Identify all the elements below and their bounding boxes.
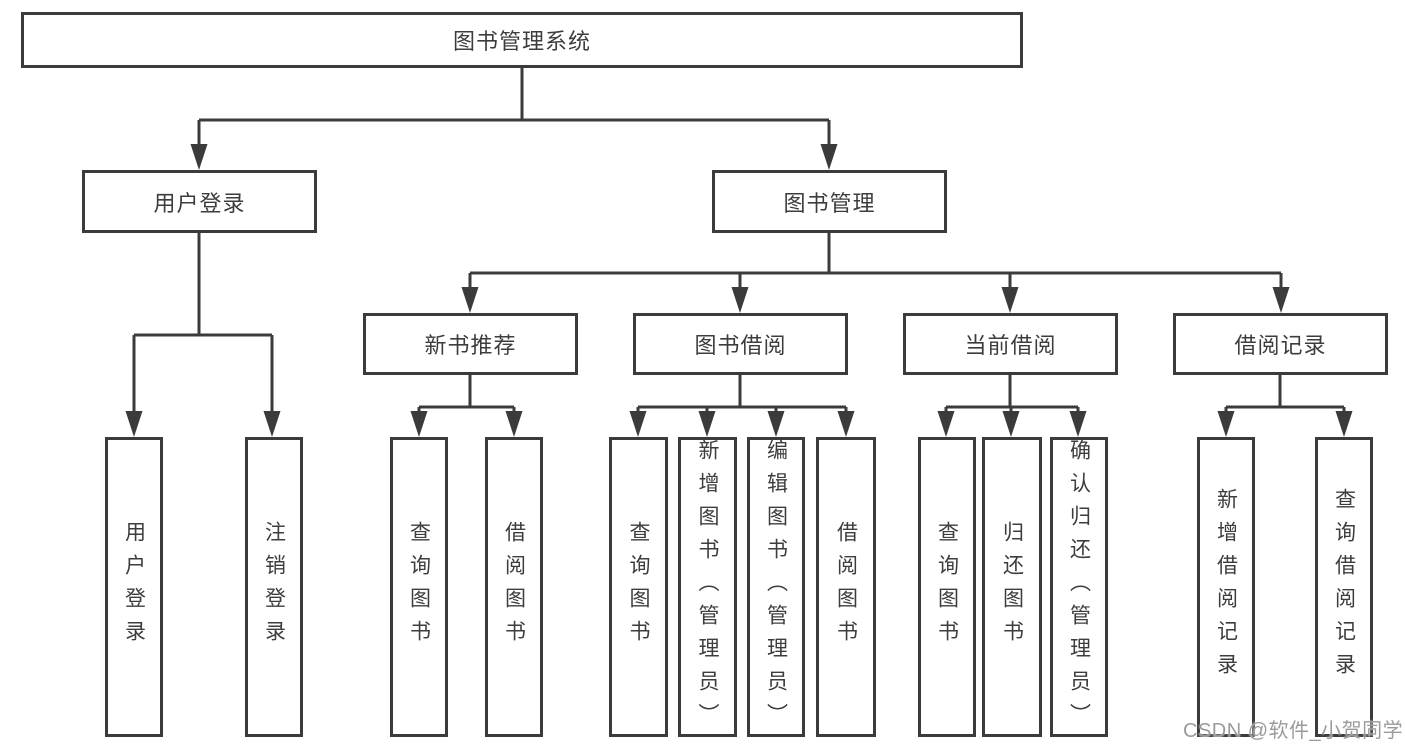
leaf-edit-books-admin-label: 编辑图书（管理员） [764, 438, 788, 736]
leaf-add-books-admin-label: 新增图书（管理员） [696, 438, 719, 736]
leaf-edit-books-admin: 编辑图书（管理员） [747, 437, 805, 737]
csdn-watermark: CSDN @软件_小贺同学 [1183, 720, 1404, 742]
leaf-query-borrow-record: 查询借阅记录 [1315, 437, 1373, 737]
node-book-borrow: 图书借阅 [633, 313, 848, 375]
leaf-logout-login: 注销登录 [245, 437, 303, 737]
leaf-query-books-borrow: 查询图书 [609, 437, 668, 737]
node-new-book-recommend: 新书推荐 [363, 313, 578, 375]
leaf-borrow-books-recommend-label: 借阅图书 [502, 521, 526, 653]
leaf-borrow-books-borrow: 借阅图书 [816, 437, 876, 737]
node-user-login: 用户登录 [82, 170, 317, 233]
node-borrow-records: 借阅记录 [1173, 313, 1388, 375]
node-book-management: 图书管理 [712, 170, 947, 233]
leaf-query-borrow-record-label: 查询借阅记录 [1332, 488, 1356, 686]
leaf-query-books-current: 查询图书 [918, 437, 976, 737]
leaf-logout-login-label: 注销登录 [262, 521, 286, 653]
leaf-return-books-label: 归还图书 [1000, 521, 1024, 653]
leaf-user-login-label: 用户登录 [122, 521, 146, 653]
leaf-confirm-return-admin-label: 确认归还（管理员） [1067, 438, 1091, 736]
node-current-borrow: 当前借阅 [903, 313, 1118, 375]
leaf-borrow-books-recommend: 借阅图书 [485, 437, 543, 737]
leaf-user-login: 用户登录 [105, 437, 163, 737]
leaf-borrow-books-borrow-label: 借阅图书 [834, 521, 858, 653]
leaf-query-books-current-label: 查询图书 [935, 521, 959, 653]
node-book-management-system: 图书管理系统 [21, 12, 1023, 68]
leaf-query-books-recommend: 查询图书 [390, 437, 448, 737]
leaf-query-books-borrow-label: 查询图书 [627, 521, 650, 653]
leaf-query-books-recommend-label: 查询图书 [407, 521, 431, 653]
leaf-confirm-return-admin: 确认归还（管理员） [1050, 437, 1108, 737]
leaf-return-books: 归还图书 [982, 437, 1042, 737]
leaf-add-borrow-record-label: 新增借阅记录 [1214, 488, 1238, 686]
leaf-add-borrow-record: 新增借阅记录 [1197, 437, 1255, 737]
leaf-add-books-admin: 新增图书（管理员） [678, 437, 737, 737]
